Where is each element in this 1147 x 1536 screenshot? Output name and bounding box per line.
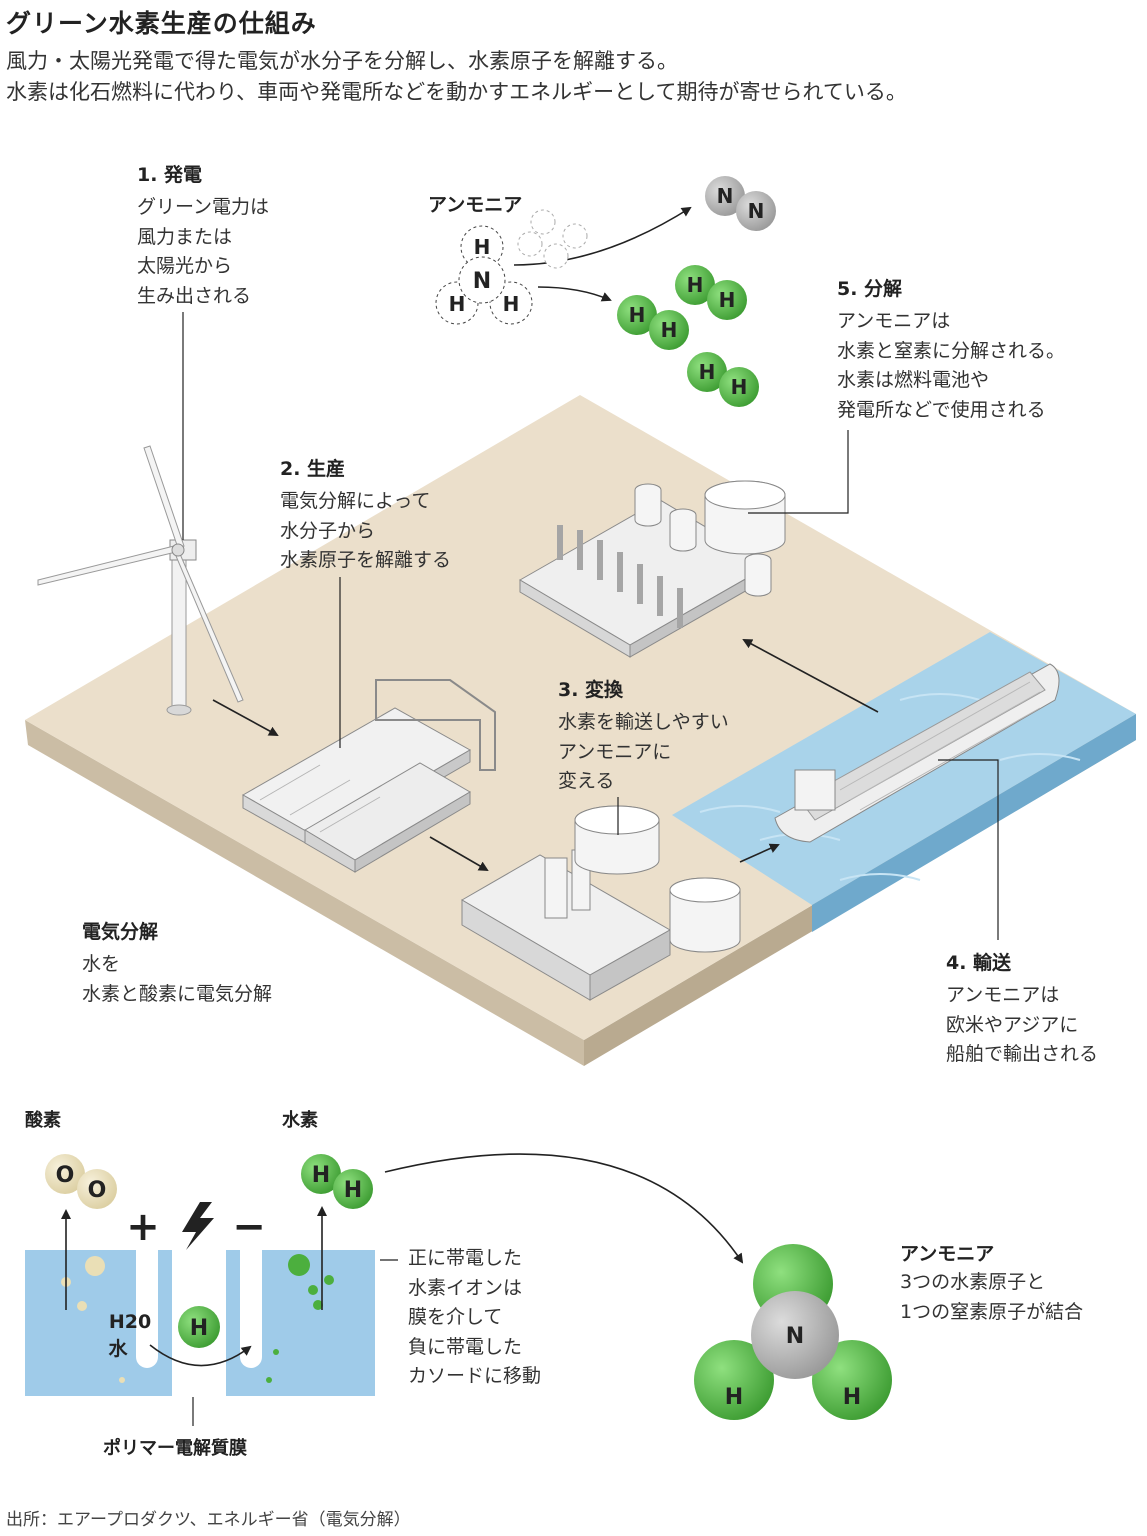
atom-h-label: H (474, 235, 491, 259)
step-1-line: 太陽光から (137, 255, 233, 277)
atom-h-label: H (725, 1385, 743, 1410)
atom-h-label: H (843, 1385, 861, 1410)
step-2-heading: 2. 生産 (280, 458, 346, 480)
step-1-line: グリーン電力は (137, 196, 270, 218)
ammonia-bottom-label: アンモニア 3つの水素原子と 1つの窒素原子が結合 (900, 1239, 1083, 1327)
hydrogen-label: 水素 (282, 1110, 318, 1131)
ammonia-top-molecule (435, 209, 588, 325)
atom-o-label: O (56, 1163, 75, 1188)
step-3-line: アンモニアに (558, 740, 672, 763)
oxygen-molecule (45, 1154, 117, 1209)
atom-h-label: H (687, 273, 704, 297)
atom-h-label: H (699, 360, 716, 384)
step-5-label: 5. 分解 アンモニアは 水素と窒素に分解される。 水素は燃料電池や 発電所など… (837, 274, 1065, 425)
electrolysis-label: 電気分解 水を 水素と酸素に電気分解 (82, 917, 272, 1009)
plus-sign: + (126, 1204, 160, 1250)
decomposition-plant (519, 480, 786, 658)
minus-sign: − (232, 1204, 266, 1250)
hydrogen-molecule-bottom (301, 1154, 373, 1209)
leader-lines (182, 312, 999, 940)
ammonia-bottom-line: 3つの水素原子と (900, 1271, 1046, 1293)
step-5-line: 発電所などで使用される (837, 398, 1046, 421)
step-4-line: 欧米やアジアに (946, 1013, 1079, 1036)
atom-n-label: N (786, 1324, 804, 1349)
step-3-line: 水素を輸送しやすい (558, 711, 729, 733)
step-1-line: 風力または (137, 225, 233, 248)
step-3-line: 変える (558, 770, 615, 792)
ammonia-large-molecule (694, 1244, 892, 1420)
atom-h-label: H (312, 1163, 330, 1188)
ammonia-bottom-heading: アンモニア (900, 1243, 995, 1265)
atom-o-label: O (88, 1178, 107, 1203)
cargo-ship (774, 663, 1060, 843)
step-1-label: 1. 発電 グリーン電力は 風力または 太陽光から 生み出される (137, 160, 269, 311)
water-label: 水 (108, 1338, 128, 1360)
oxygen-label: 酸素 (25, 1110, 61, 1131)
ion-note-line: 膜を介して (408, 1306, 503, 1328)
flow-arrows (212, 206, 879, 872)
electrolysis-arrows (61, 1153, 744, 1426)
atom-h-label: H (661, 318, 678, 342)
step-4-line: アンモニアは (946, 984, 1060, 1006)
ion-note-line: 負に帯電した (408, 1335, 523, 1358)
atom-h-label: H (503, 292, 520, 316)
conversion-plant (461, 805, 741, 1001)
water-formula: H20 (109, 1311, 151, 1333)
electrolysis-heading: 電気分解 (82, 921, 159, 943)
ammonia-bottom-line: 1つの窒素原子が結合 (900, 1300, 1084, 1323)
step-1-heading: 1. 発電 (137, 164, 203, 186)
subtitle-line-1: 風力・太陽光発電で得た電気が水分子を分解し、水素原子を解離する。 (6, 49, 678, 73)
atom-h-label: H (344, 1178, 362, 1203)
step-2-label: 2. 生産 電気分解によって 水分子から 水素原子を解離する (280, 454, 451, 576)
electrolysis-line: 水を (82, 953, 121, 975)
nitrogen-molecule-top (705, 176, 776, 231)
step-5-line: 水素と窒素に分解される。 (837, 339, 1066, 362)
step-3-heading: 3. 変換 (558, 679, 624, 701)
step-3-label: 3. 変換 水素を輸送しやすい アンモニアに 変える (558, 675, 729, 797)
electrolysis-line: 水素と酸素に電気分解 (82, 982, 273, 1005)
step-4-line: 船舶で輸出される (946, 1043, 1099, 1065)
atom-h-label: H (190, 1316, 208, 1341)
step-4-heading: 4. 輸送 (946, 952, 1012, 974)
step-5-heading: 5. 分解 (837, 278, 903, 300)
step-2-line: 水分子から (280, 519, 376, 542)
step-1-line: 生み出される (137, 284, 252, 307)
atom-h-label: H (629, 303, 646, 327)
ammonia-top-label: アンモニア (428, 194, 523, 216)
electrolysis-cell (25, 1202, 375, 1397)
subtitle-line-2: 水素は化石燃料に代わり、車両や発電所などを動かすエネルギーとして期待が寄せられて… (6, 80, 907, 104)
atom-n-label: N (748, 199, 765, 223)
atom-h-label: H (719, 288, 736, 312)
electrolysis-plant (241, 679, 496, 873)
page-title: グリーン水素生産の仕組み (6, 9, 317, 38)
membrane-label: ポリマー電解質膜 (103, 1438, 247, 1459)
atom-n-label: N (473, 269, 491, 294)
atom-h-label: H (449, 292, 466, 316)
ion-note: 正に帯電した 水素イオンは 膜を介して 負に帯電した カソードに移動 (408, 1244, 541, 1392)
source-note: 出所：エアープロダクツ、エネルギー省（電気分解） (6, 1510, 411, 1530)
ion-note-line: 水素イオンは (408, 1276, 523, 1299)
step-2-line: 水素原子を解離する (280, 549, 452, 571)
step-2-line: 電気分解によって (280, 490, 431, 512)
hydrogen-molecules-top (617, 265, 759, 407)
atom-h-label: H (731, 375, 748, 399)
step-5-line: アンモニアは (837, 310, 951, 332)
step-4-label: 4. 輸送 アンモニアは 欧米やアジアに 船舶で輸出される (946, 948, 1098, 1070)
ion-note-line: 正に帯電した (408, 1247, 523, 1269)
atom-n-label: N (717, 184, 734, 208)
step-5-line: 水素は燃料電池や (837, 369, 990, 391)
wind-turbine (37, 445, 244, 716)
ion-note-line: カソードに移動 (408, 1365, 542, 1387)
